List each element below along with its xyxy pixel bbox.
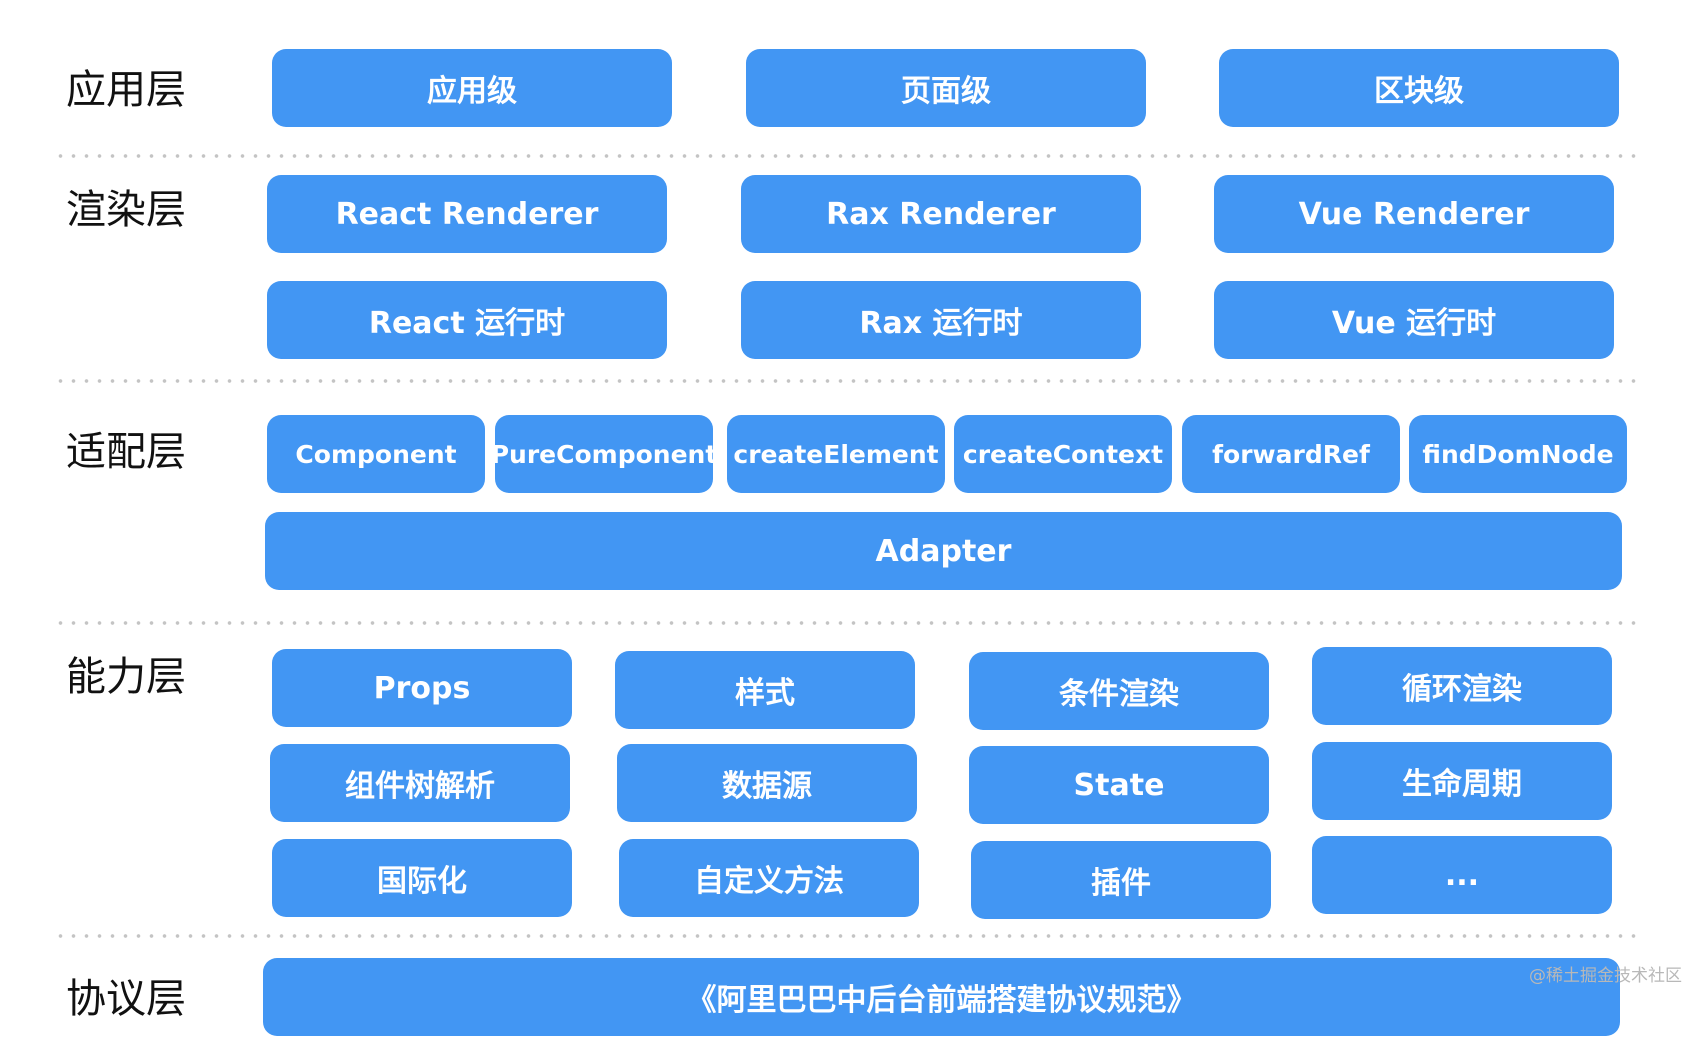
watermark: @稀土掘金技术社区 [1529, 966, 1682, 986]
label-render-layer: 渲染层 [66, 187, 186, 233]
box-api-forwardref: forwardRef [1182, 415, 1400, 493]
box-vue-renderer: Vue Renderer [1214, 175, 1614, 253]
box-datasource: 数据源 [617, 744, 917, 822]
divider-3 [54, 621, 1640, 625]
box-i18n: 国际化 [272, 839, 572, 917]
divider-4 [54, 934, 1640, 938]
box-loop-render: 循环渲染 [1312, 647, 1612, 725]
box-block-level: 区块级 [1219, 49, 1619, 127]
label-protocol-layer: 协议层 [66, 976, 186, 1022]
box-api-purecomponent: PureComponent [491, 415, 717, 493]
box-protocol-spec: 《阿里巴巴中后台前端搭建协议规范》 [263, 958, 1620, 1036]
label-adapter-layer: 适配层 [66, 429, 186, 475]
box-vue-runtime: Vue 运行时 [1214, 281, 1614, 359]
label-capability-layer: 能力层 [66, 654, 186, 700]
box-state: State [969, 746, 1269, 824]
box-props: Props [272, 649, 572, 727]
box-react-runtime: React 运行时 [267, 281, 667, 359]
label-application-layer: 应用层 [66, 67, 186, 113]
box-react-renderer: React Renderer [267, 175, 667, 253]
box-page-level: 页面级 [746, 49, 1146, 127]
divider-2 [54, 379, 1640, 383]
box-more: ... [1312, 836, 1612, 914]
box-app-level: 应用级 [272, 49, 672, 127]
box-component-tree-parse: 组件树解析 [270, 744, 570, 822]
box-custom-method: 自定义方法 [619, 839, 919, 917]
box-rax-runtime: Rax 运行时 [741, 281, 1141, 359]
box-api-finddomnode: findDomNode [1409, 415, 1627, 493]
box-lifecycle: 生命周期 [1312, 742, 1612, 820]
box-adapter: Adapter [265, 512, 1622, 590]
divider-1 [54, 154, 1640, 158]
box-api-createcontext: createContext [954, 415, 1172, 493]
box-rax-renderer: Rax Renderer [741, 175, 1141, 253]
box-api-component: Component [267, 415, 485, 493]
box-style: 样式 [615, 651, 915, 729]
box-api-createelement: createElement [727, 415, 945, 493]
box-conditional-render: 条件渲染 [969, 652, 1269, 730]
box-plugin: 插件 [971, 841, 1271, 919]
